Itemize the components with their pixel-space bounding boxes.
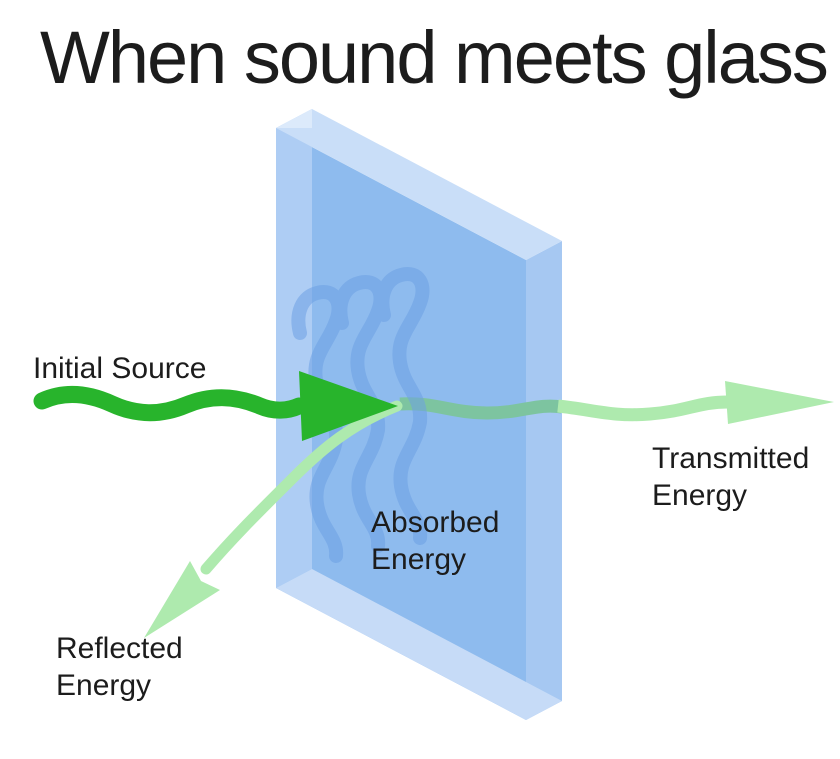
glass-left-inner-face: [276, 109, 312, 588]
initial-source-arrowhead: [299, 371, 398, 441]
label-reflected-line2: Energy: [56, 669, 152, 702]
label-absorbed-line2: Energy: [371, 543, 467, 576]
label-transmitted-line1: Transmitted: [652, 442, 810, 475]
label-reflected-energy: Reflected Energy: [56, 630, 183, 704]
label-transmitted-energy: Transmitted Energy: [652, 440, 809, 514]
glass-top-highlight: [276, 109, 312, 128]
reflected-arrowhead: [144, 561, 220, 638]
transmitted-arrow-shaft: [557, 395, 729, 422]
label-absorbed-line1: Absorbed: [371, 506, 500, 539]
initial-source-shaft: [33, 386, 308, 422]
glass-right-face: [526, 241, 562, 720]
reflected-energy-arrow: [144, 400, 403, 638]
glass-bottom-bevel: [276, 569, 562, 720]
glass-pane: [276, 109, 562, 720]
transmitted-ray-in-glass: [399, 397, 564, 420]
label-absorbed-energy: Absorbed Energy: [371, 504, 499, 578]
page-title: When sound meets glass: [40, 16, 829, 99]
initial-source-arrow: [33, 371, 398, 441]
glass-top-face: [276, 109, 562, 260]
glass-front-face: [276, 128, 526, 720]
reflected-arrow-shaft: [200, 400, 403, 575]
label-transmitted-line2: Energy: [652, 479, 748, 512]
transmitted-energy-arrow: [557, 381, 834, 424]
label-initial-source: Initial Source: [33, 350, 206, 387]
transmitted-arrowhead: [725, 381, 834, 424]
label-reflected-line1: Reflected: [56, 632, 183, 665]
label-initial-source-text: Initial Source: [33, 352, 207, 385]
